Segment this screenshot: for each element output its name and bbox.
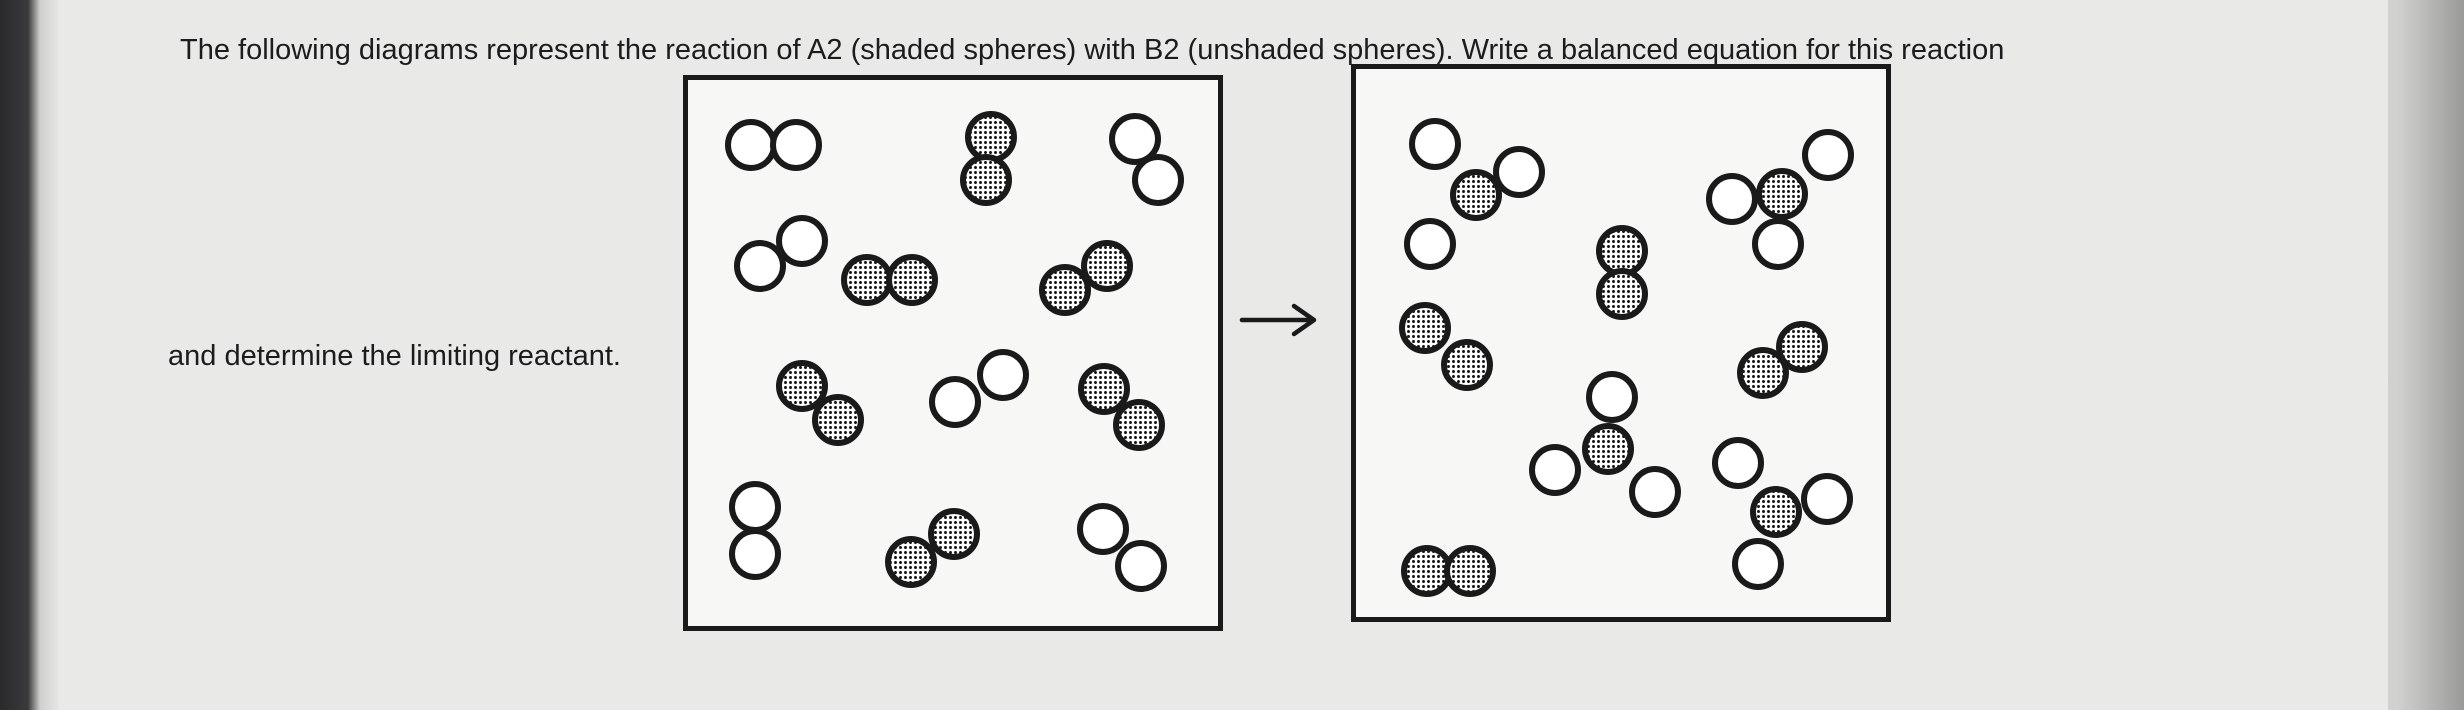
a2-molecule [776,360,864,446]
unshaded-sphere-b [977,349,1029,401]
b2-molecule [1077,503,1167,592]
shaded-sphere-a [1750,486,1802,538]
shaded-sphere-a [1596,268,1648,320]
unshaded-sphere-b [1109,113,1161,165]
shaded-sphere-a [1081,240,1133,292]
unshaded-sphere-b [1115,540,1167,592]
subscript-a: 2 [826,34,843,66]
unshaded-sphere-b [1706,173,1758,225]
shaded-sphere-a [1441,339,1493,391]
a2-molecule [885,508,980,588]
a2-molecule [960,111,1017,206]
unshaded-sphere-b [1802,129,1854,181]
worksheet-page [58,0,2388,710]
shaded-sphere-a [1078,363,1130,415]
shaded-sphere-a [1113,399,1165,451]
b2-molecule [734,215,828,292]
b2-molecule [929,349,1029,428]
shaded-sphere-a [1737,347,1789,399]
unshaded-sphere-b [1077,503,1129,555]
a2-molecule [1596,225,1648,320]
shaded-sphere-a [841,254,893,306]
shaded-sphere-a [965,111,1017,163]
shaded-sphere-a [1756,168,1808,220]
shaded-sphere-a [885,536,937,588]
shaded-sphere-a [1444,545,1496,597]
b2-molecule [1109,113,1184,206]
a2-molecule [1401,545,1496,597]
unshaded-sphere-b [1586,371,1638,423]
a2-molecule [1039,240,1133,316]
unshaded-sphere-b [770,119,822,171]
unshaded-sphere-b [776,215,828,267]
unshaded-sphere-b [1801,473,1853,525]
ab3-molecule [1404,118,1545,270]
unshaded-sphere-b [729,481,781,533]
unshaded-sphere-b [725,119,777,171]
unshaded-sphere-b [1132,154,1184,206]
reactants-diagram [725,111,1184,592]
a2-molecule [841,254,938,306]
b2-molecule [725,119,822,171]
shaded-sphere-a [776,360,828,412]
shaded-sphere-a [1596,225,1648,277]
ab3-molecule [1712,437,1853,590]
shaded-sphere-a [1582,423,1634,475]
shaded-sphere-a [886,254,938,306]
unshaded-sphere-b [1712,437,1764,489]
a2-molecule [1737,321,1828,399]
shaded-sphere-a [1776,321,1828,373]
unshaded-sphere-b [1629,466,1681,518]
unshaded-sphere-b [1404,218,1456,270]
subscript-b: 2 [1163,34,1180,66]
unshaded-sphere-b [1732,538,1784,590]
right-arrow-icon [1239,303,1317,337]
a2-molecule [1078,363,1165,451]
question-line-2: and determine the limiting reactant. [168,340,621,372]
unshaded-sphere-b [729,528,781,580]
reactants-box [683,75,1223,631]
products-box [1351,64,1891,622]
unshaded-sphere-b [1409,118,1461,170]
shaded-sphere-a [1401,545,1453,597]
unshaded-sphere-b [1529,444,1581,496]
ab3-molecule [1706,129,1854,270]
shaded-sphere-a [1039,264,1091,316]
unshaded-sphere-b [734,240,786,292]
ab3-molecule [1529,371,1681,518]
unshaded-sphere-b [1752,218,1804,270]
question-line-1: The following diagrams represent the rea… [180,34,2005,66]
a2-molecule [1399,302,1493,391]
shaded-sphere-a [812,394,864,446]
unshaded-sphere-b [1493,146,1545,198]
shaded-sphere-a [928,508,980,560]
unshaded-sphere-b [929,376,981,428]
shaded-sphere-a [960,154,1012,206]
shaded-sphere-a [1399,302,1451,354]
products-diagram [1399,118,1854,597]
shaded-sphere-a [1450,169,1502,221]
b2-molecule [729,481,781,580]
